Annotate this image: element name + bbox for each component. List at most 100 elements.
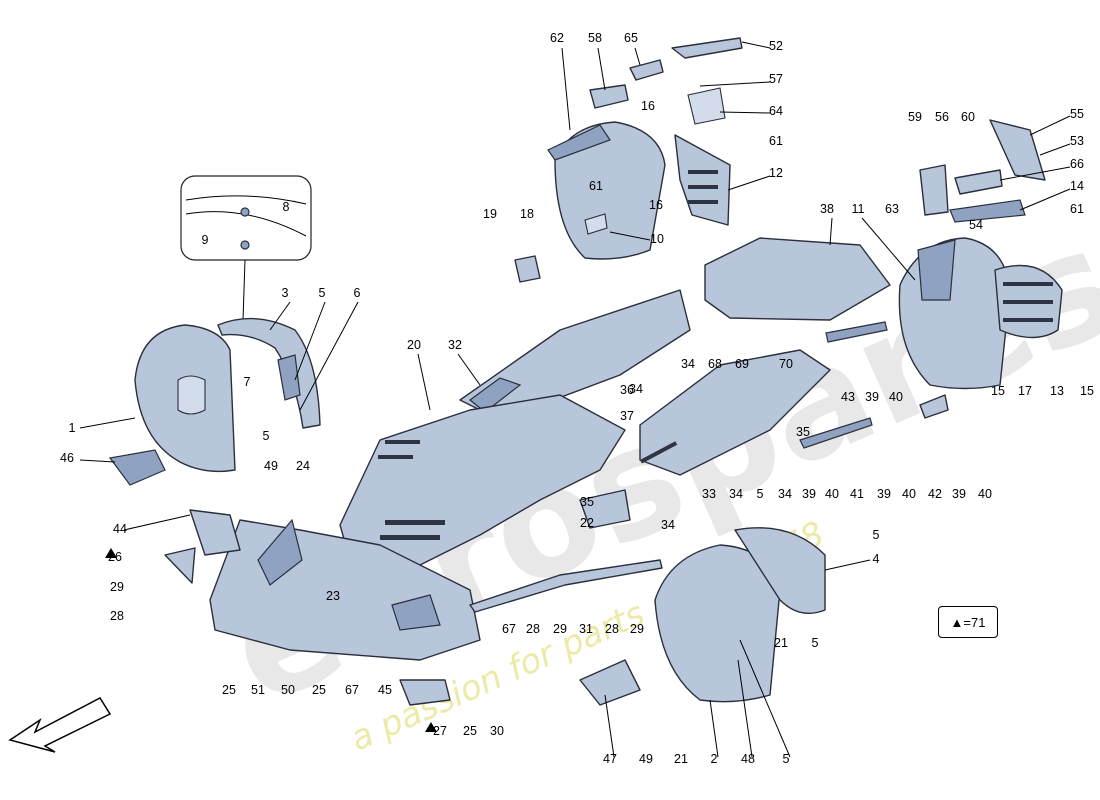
- callout-label-65: 65: [624, 31, 638, 45]
- callout-label-51: 51: [251, 683, 265, 697]
- callout-label-14: 14: [1070, 179, 1084, 193]
- leader-lines: [79, 41, 1071, 758]
- callout-label-3: 3: [282, 286, 289, 300]
- callout-label-34: 34: [661, 518, 675, 532]
- callout-label-60: 60: [961, 110, 975, 124]
- callout-label-24: 24: [296, 459, 310, 473]
- callout-label-34: 34: [681, 357, 695, 371]
- callout-label-16: 16: [649, 198, 663, 212]
- callout-label-49: 49: [264, 459, 278, 473]
- callout-label-64: 64: [769, 104, 783, 118]
- callout-label-25: 25: [463, 724, 477, 738]
- rear-wheel-liner-left: [514, 37, 743, 283]
- callout-label-19: 19: [483, 207, 497, 221]
- callout-label-23: 23: [326, 589, 340, 603]
- callout-label-68: 68: [708, 357, 722, 371]
- triangle-icon: [425, 722, 437, 732]
- callout-label-41: 41: [850, 487, 864, 501]
- callout-label-2: 2: [711, 752, 718, 766]
- callout-label-50: 50: [281, 683, 295, 697]
- callout-label-67: 67: [345, 683, 359, 697]
- callout-label-58: 58: [588, 31, 602, 45]
- callout-label-28: 28: [110, 609, 124, 623]
- callout-label-16: 16: [641, 99, 655, 113]
- callout-label-5: 5: [812, 636, 819, 650]
- callout-label-61: 61: [1070, 202, 1084, 216]
- callout-label-5: 5: [873, 528, 880, 542]
- callout-label-21: 21: [774, 636, 788, 650]
- callout-label-34: 34: [729, 487, 743, 501]
- callout-label-55: 55: [1070, 107, 1084, 121]
- floor-panels: [164, 237, 949, 706]
- callout-label-46: 46: [60, 451, 74, 465]
- callout-label-28: 28: [605, 622, 619, 636]
- callout-label-30: 30: [490, 724, 504, 738]
- callout-label-5: 5: [263, 429, 270, 443]
- callout-label-54: 54: [969, 218, 983, 232]
- callout-label-39: 39: [877, 487, 891, 501]
- direction-arrow: [8, 697, 112, 753]
- front-wheel-liner-front: [579, 527, 826, 706]
- callout-label-34: 34: [778, 487, 792, 501]
- callout-label-10: 10: [650, 232, 664, 246]
- callout-label-61: 61: [589, 179, 603, 193]
- callout-label-20: 20: [407, 338, 421, 352]
- callout-label-25: 25: [222, 683, 236, 697]
- callout-label-15: 15: [1080, 384, 1094, 398]
- callout-label-4: 4: [873, 552, 880, 566]
- callout-label-57: 57: [769, 72, 783, 86]
- callout-label-38: 38: [820, 202, 834, 216]
- callout-label-69: 69: [735, 357, 749, 371]
- callout-label-5: 5: [319, 286, 326, 300]
- callout-label-47: 47: [603, 752, 617, 766]
- callout-label-11: 11: [852, 202, 865, 216]
- quantity-legend-text: ▲=71: [950, 614, 986, 630]
- callout-label-49: 49: [639, 752, 653, 766]
- callout-label-44: 44: [113, 522, 127, 536]
- callout-label-22: 22: [580, 516, 594, 530]
- callout-label-40: 40: [825, 487, 839, 501]
- callout-label-27: 27: [433, 724, 447, 738]
- callout-label-70: 70: [779, 357, 793, 371]
- callout-label-48: 48: [741, 752, 755, 766]
- callout-label-29: 29: [110, 580, 124, 594]
- callout-label-31: 31: [579, 622, 593, 636]
- triangle-markers: [105, 548, 437, 732]
- callout-label-6: 6: [354, 286, 361, 300]
- callout-label-28: 28: [526, 622, 540, 636]
- callout-label-39: 39: [802, 487, 816, 501]
- callout-label-40: 40: [978, 487, 992, 501]
- callout-label-39: 39: [865, 390, 879, 404]
- callout-label-12: 12: [769, 166, 783, 180]
- callout-label-5: 5: [783, 752, 790, 766]
- callout-label-63: 63: [885, 202, 899, 216]
- callout-label-35: 35: [796, 425, 810, 439]
- callout-label-32: 32: [448, 338, 462, 352]
- callout-label-40: 40: [902, 487, 916, 501]
- callout-label-8: 8: [283, 200, 290, 214]
- callout-label-15: 15: [991, 384, 1005, 398]
- callout-label-53: 53: [1070, 134, 1084, 148]
- callout-label-25: 25: [312, 683, 326, 697]
- callout-label-18: 18: [520, 207, 534, 221]
- callout-label-36: 36: [620, 383, 634, 397]
- quantity-legend: ▲=71: [938, 606, 998, 638]
- callout-label-40: 40: [889, 390, 903, 404]
- callout-label-17: 17: [1018, 384, 1032, 398]
- callout-label-56: 56: [935, 110, 949, 124]
- front-wheel-liner-right: [217, 317, 321, 429]
- callout-label-33: 33: [702, 487, 716, 501]
- callout-label-42: 42: [928, 487, 942, 501]
- callout-label-29: 29: [630, 622, 644, 636]
- callout-label-62: 62: [550, 31, 564, 45]
- callout-label-59: 59: [908, 110, 922, 124]
- callout-label-34: 34: [629, 382, 643, 396]
- callout-label-43: 43: [841, 390, 855, 404]
- callout-label-5: 5: [757, 487, 764, 501]
- callout-label-29: 29: [553, 622, 567, 636]
- rear-wheel-liner-right: [898, 119, 1063, 390]
- callout-label-66: 66: [1070, 157, 1084, 171]
